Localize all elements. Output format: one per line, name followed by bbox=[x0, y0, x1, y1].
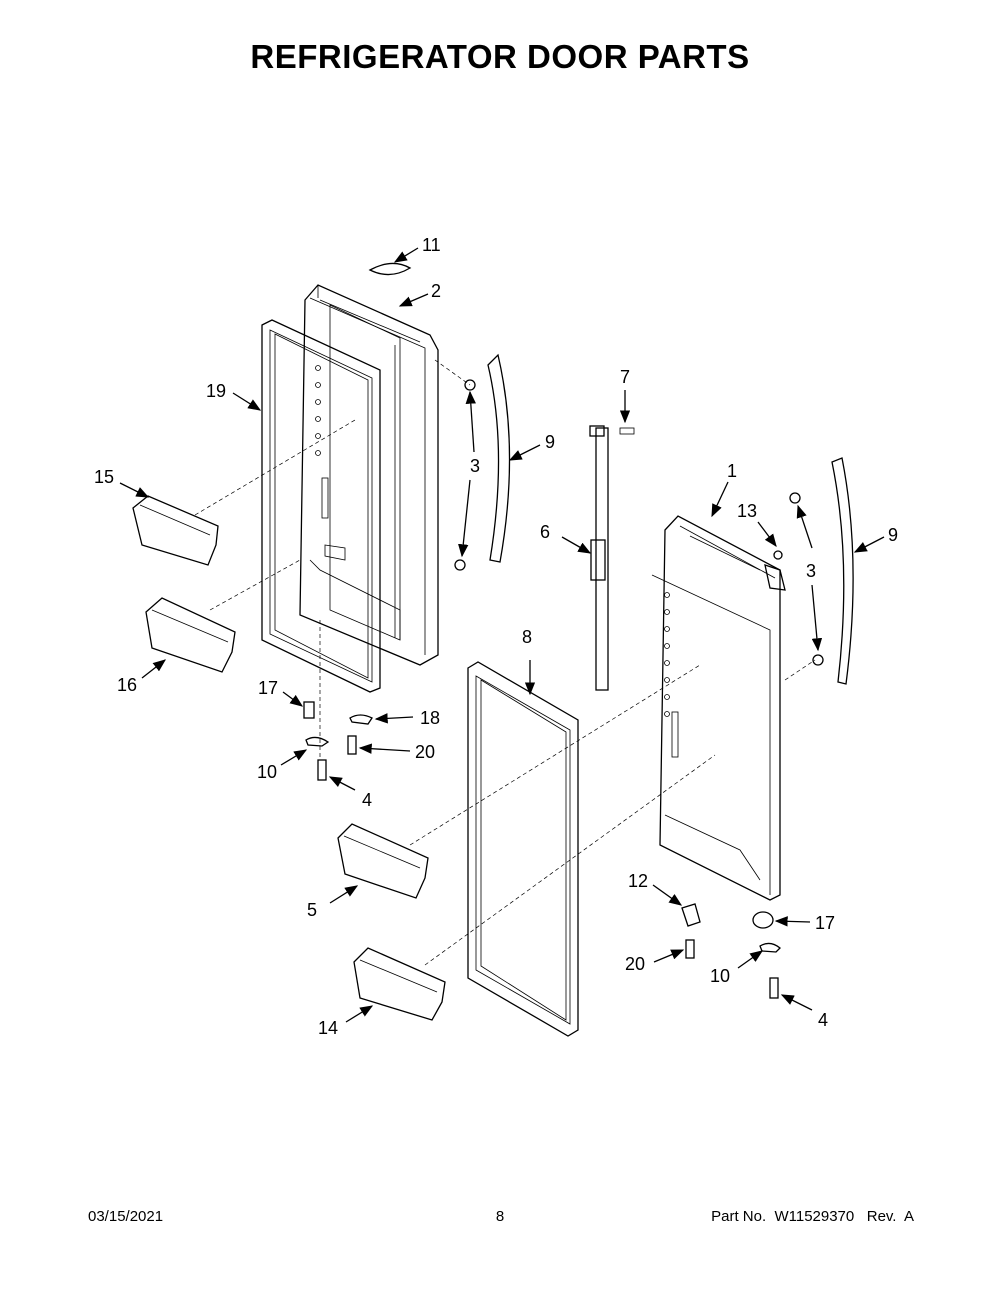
right-door-gasket bbox=[467, 661, 579, 1037]
bin-14 bbox=[353, 947, 446, 1021]
callout-1: 1 bbox=[727, 461, 737, 481]
callout-14: 14 bbox=[318, 1018, 338, 1038]
left-door-gasket bbox=[261, 319, 381, 693]
leader-arrows bbox=[119, 247, 885, 1023]
left-hinge-trim bbox=[454, 353, 511, 571]
callout-17-left: 17 bbox=[258, 678, 278, 698]
callout-11: 11 bbox=[422, 235, 441, 255]
callout-20-left: 20 bbox=[415, 742, 435, 762]
callout-9-left: 9 bbox=[545, 432, 555, 452]
callout-3-left: 3 bbox=[470, 456, 480, 476]
callout-7: 7 bbox=[620, 367, 630, 387]
callout-10-left: 10 bbox=[257, 762, 277, 782]
callout-19: 19 bbox=[206, 381, 226, 401]
center-hinge-bar bbox=[589, 425, 635, 691]
footer-date: 03/15/2021 bbox=[88, 1208, 164, 1225]
callout-18: 18 bbox=[420, 708, 440, 728]
callout-12: 12 bbox=[628, 871, 648, 891]
callout-8: 8 bbox=[522, 627, 532, 647]
right-hinge-trim bbox=[773, 457, 854, 685]
callout-13: 13 bbox=[737, 501, 757, 521]
callout-9-right: 9 bbox=[888, 525, 898, 545]
cap-part-11 bbox=[368, 262, 412, 276]
callout-2: 2 bbox=[431, 281, 441, 301]
callout-5: 5 bbox=[307, 900, 317, 920]
bin-16 bbox=[145, 597, 236, 673]
page-title: REFRIGERATOR DOOR PARTS bbox=[250, 38, 750, 75]
callout-17-right: 17 bbox=[815, 913, 835, 933]
right-door-panel bbox=[651, 515, 786, 901]
small-hardware bbox=[303, 701, 781, 999]
alignment-lines bbox=[194, 359, 816, 966]
bin-5 bbox=[337, 823, 429, 899]
callout-4-right: 4 bbox=[818, 1010, 828, 1030]
callout-4-left: 4 bbox=[362, 790, 372, 810]
footer-part-info: Part No. W11529370 Rev. A bbox=[711, 1208, 914, 1225]
callout-16: 16 bbox=[117, 675, 137, 695]
callout-6: 6 bbox=[540, 522, 550, 542]
callout-15: 15 bbox=[94, 467, 114, 487]
bin-15 bbox=[132, 495, 219, 566]
footer-page-number: 8 bbox=[495, 1208, 505, 1225]
callout-3-right: 3 bbox=[806, 561, 816, 581]
callout-10-right: 10 bbox=[710, 966, 730, 986]
callout-20-right: 20 bbox=[625, 954, 645, 974]
